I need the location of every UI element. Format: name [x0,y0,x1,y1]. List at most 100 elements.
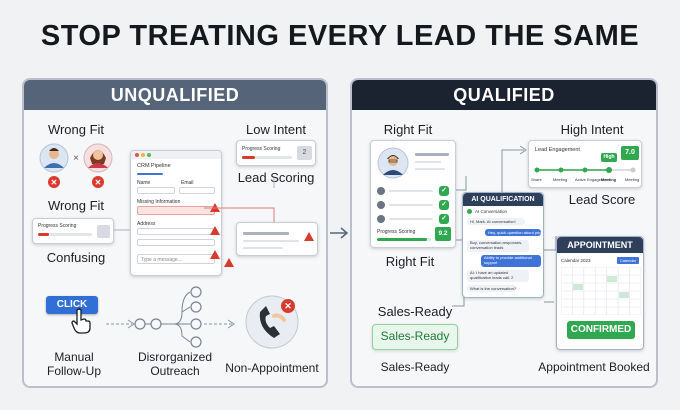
window-bar [131,151,221,159]
transition-arrow [330,227,349,239]
message-input[interactable]: Type a message... [137,254,215,264]
sales-ready-badge: Sales-Ready [372,324,458,350]
ai-qualification-title: AI QUALIFICATION [471,196,535,203]
headline: STOP TREATING EVERY LEAD THE SAME [40,20,640,52]
stage-label: Meeting [553,177,568,182]
ai-qualification-header: AI QUALIFICATION [463,193,543,206]
email-label: Email [181,180,194,186]
chat-message: Hi, Mark. AI conversation! [467,218,525,225]
profile-line [415,153,449,156]
message-placeholder: Type a message... [141,257,182,263]
right-fit-profile-card: ✓ ✓ ✓ Progress Scoring 9.2 [370,140,456,248]
hand-cursor-icon [71,308,91,334]
svg-text:✕: ✕ [284,301,292,311]
stage-label: Active Engagement [575,177,610,182]
score-badge: 7.0 [621,146,639,160]
score-value: 2 [302,149,307,156]
lead-score-label: Lead Score [568,192,636,207]
connector-lines [106,178,275,348]
check-row-line [389,204,433,206]
calendar-grid [561,267,641,315]
score-value: 7.0 [625,149,635,156]
click-button[interactable]: CLICK [46,296,98,314]
lead-engagement-card: Lead Engagement High 7.0 Share Meeting A… [528,140,642,188]
chat-message: Hey, quick question about pricing? [485,229,541,236]
phone-declined-icon: ✕ [245,295,299,349]
manual-label-1: Manual [54,350,94,364]
warning-icon [224,258,234,267]
sales-ready-label-2: Sales-Ready [380,360,450,374]
score-box: 2 [297,146,312,160]
confusing-label: Confusing [46,250,106,265]
minimize-dot-icon [141,153,145,157]
wrong-fit-label: Wrong Fit [47,122,105,137]
lead-engagement-label: Lead Engagement [535,147,580,153]
stage-label: Meeting [625,177,640,182]
calendar-label: Calendar 2023 [561,258,591,263]
sales-ready-label: Sales-Ready [377,304,453,319]
disorganized-label-2: Outreach [150,364,200,378]
progress-scoring-label: Progress Scoring [242,146,281,152]
qualified-panel: QUALIFIED Right Fit ✓ ✓ ✓ Progress S [350,78,658,388]
wrong-fit-label-2: Wrong Fit [47,198,105,213]
warning-icon [304,232,314,241]
check-icon: ✓ [439,186,449,196]
appointment-booked-label: Appointment Booked [538,360,650,374]
check-row-line [389,190,433,192]
appointment-title: APPOINTMENT [567,240,633,250]
warning-icon [210,250,220,259]
high-badge: High [601,153,617,162]
confirmed-label: CONFIRMED [570,324,632,335]
crm-tab-underline [137,173,163,175]
checkbox-icon [377,215,385,223]
avatar [377,147,409,179]
email-field[interactable] [179,187,215,194]
progress-scoring-label: Progress Scoring [38,223,77,229]
low-intent-score-card: Progress Scoring 2 [236,140,316,166]
name-label: Name [137,180,151,186]
calendar-button-label: Calendar [619,258,637,263]
disorganized-label-1: Disrorganized [137,350,213,364]
chat-message: What is the conversation? [467,285,517,292]
message-line [243,247,283,249]
sales-ready-badge-label: Sales-Ready [380,329,450,343]
address-field-2[interactable] [137,239,215,246]
manual-label-2: Follow-Up [46,364,101,378]
right-fit-label: Right Fit [383,122,433,137]
score-box [97,225,110,238]
unqualified-header: UNQUALIFIED [24,80,326,110]
confusing-score-card: Progress Scoring [32,218,114,244]
score-value: 9.2 [438,230,448,237]
progress-scoring-label: Progress Scoring [377,229,416,235]
progress-bar-track [377,238,431,241]
calendar-button[interactable]: Calendar [617,257,639,264]
crm-title: CRM Pipeline [137,163,171,169]
checkbox-icon [377,187,385,195]
confirmed-badge: CONFIRMED [567,321,635,339]
ai-conversation-label: AI Conversation [475,209,508,214]
svg-text:✕: ✕ [95,178,102,187]
stage-label: Meeting [601,177,617,182]
qualified-header: QUALIFIED [352,80,656,110]
progress-bar-fill [377,238,427,241]
wrong-fit-avatars: × ✕ ✕ [39,143,113,188]
high-badge-label: High [603,154,615,160]
progress-bar-track [38,233,92,236]
score-badge: 9.2 [435,227,451,241]
crm-pipeline-card: CRM Pipeline Name Email Missing Informat… [130,150,222,276]
progress-bar-fill [242,156,255,159]
name-field[interactable] [137,187,175,194]
ai-qualification-card: AI QUALIFICATION AI Conversation Hi, Mar… [462,192,544,298]
high-intent-label: High Intent [560,122,624,137]
lead-scoring-label: Lead Scoring [237,170,315,185]
close-dot-icon [135,153,139,157]
profile-line [415,161,441,163]
engagement-timeline [534,167,636,173]
message-line [243,232,289,235]
address-label: Address [137,221,156,227]
chat-icon [467,209,472,214]
stage-label: Share [531,177,542,182]
missing-info-label: Missing Information [137,199,181,205]
qualified-connectors [452,145,557,307]
progress-bar-fill [38,233,49,236]
